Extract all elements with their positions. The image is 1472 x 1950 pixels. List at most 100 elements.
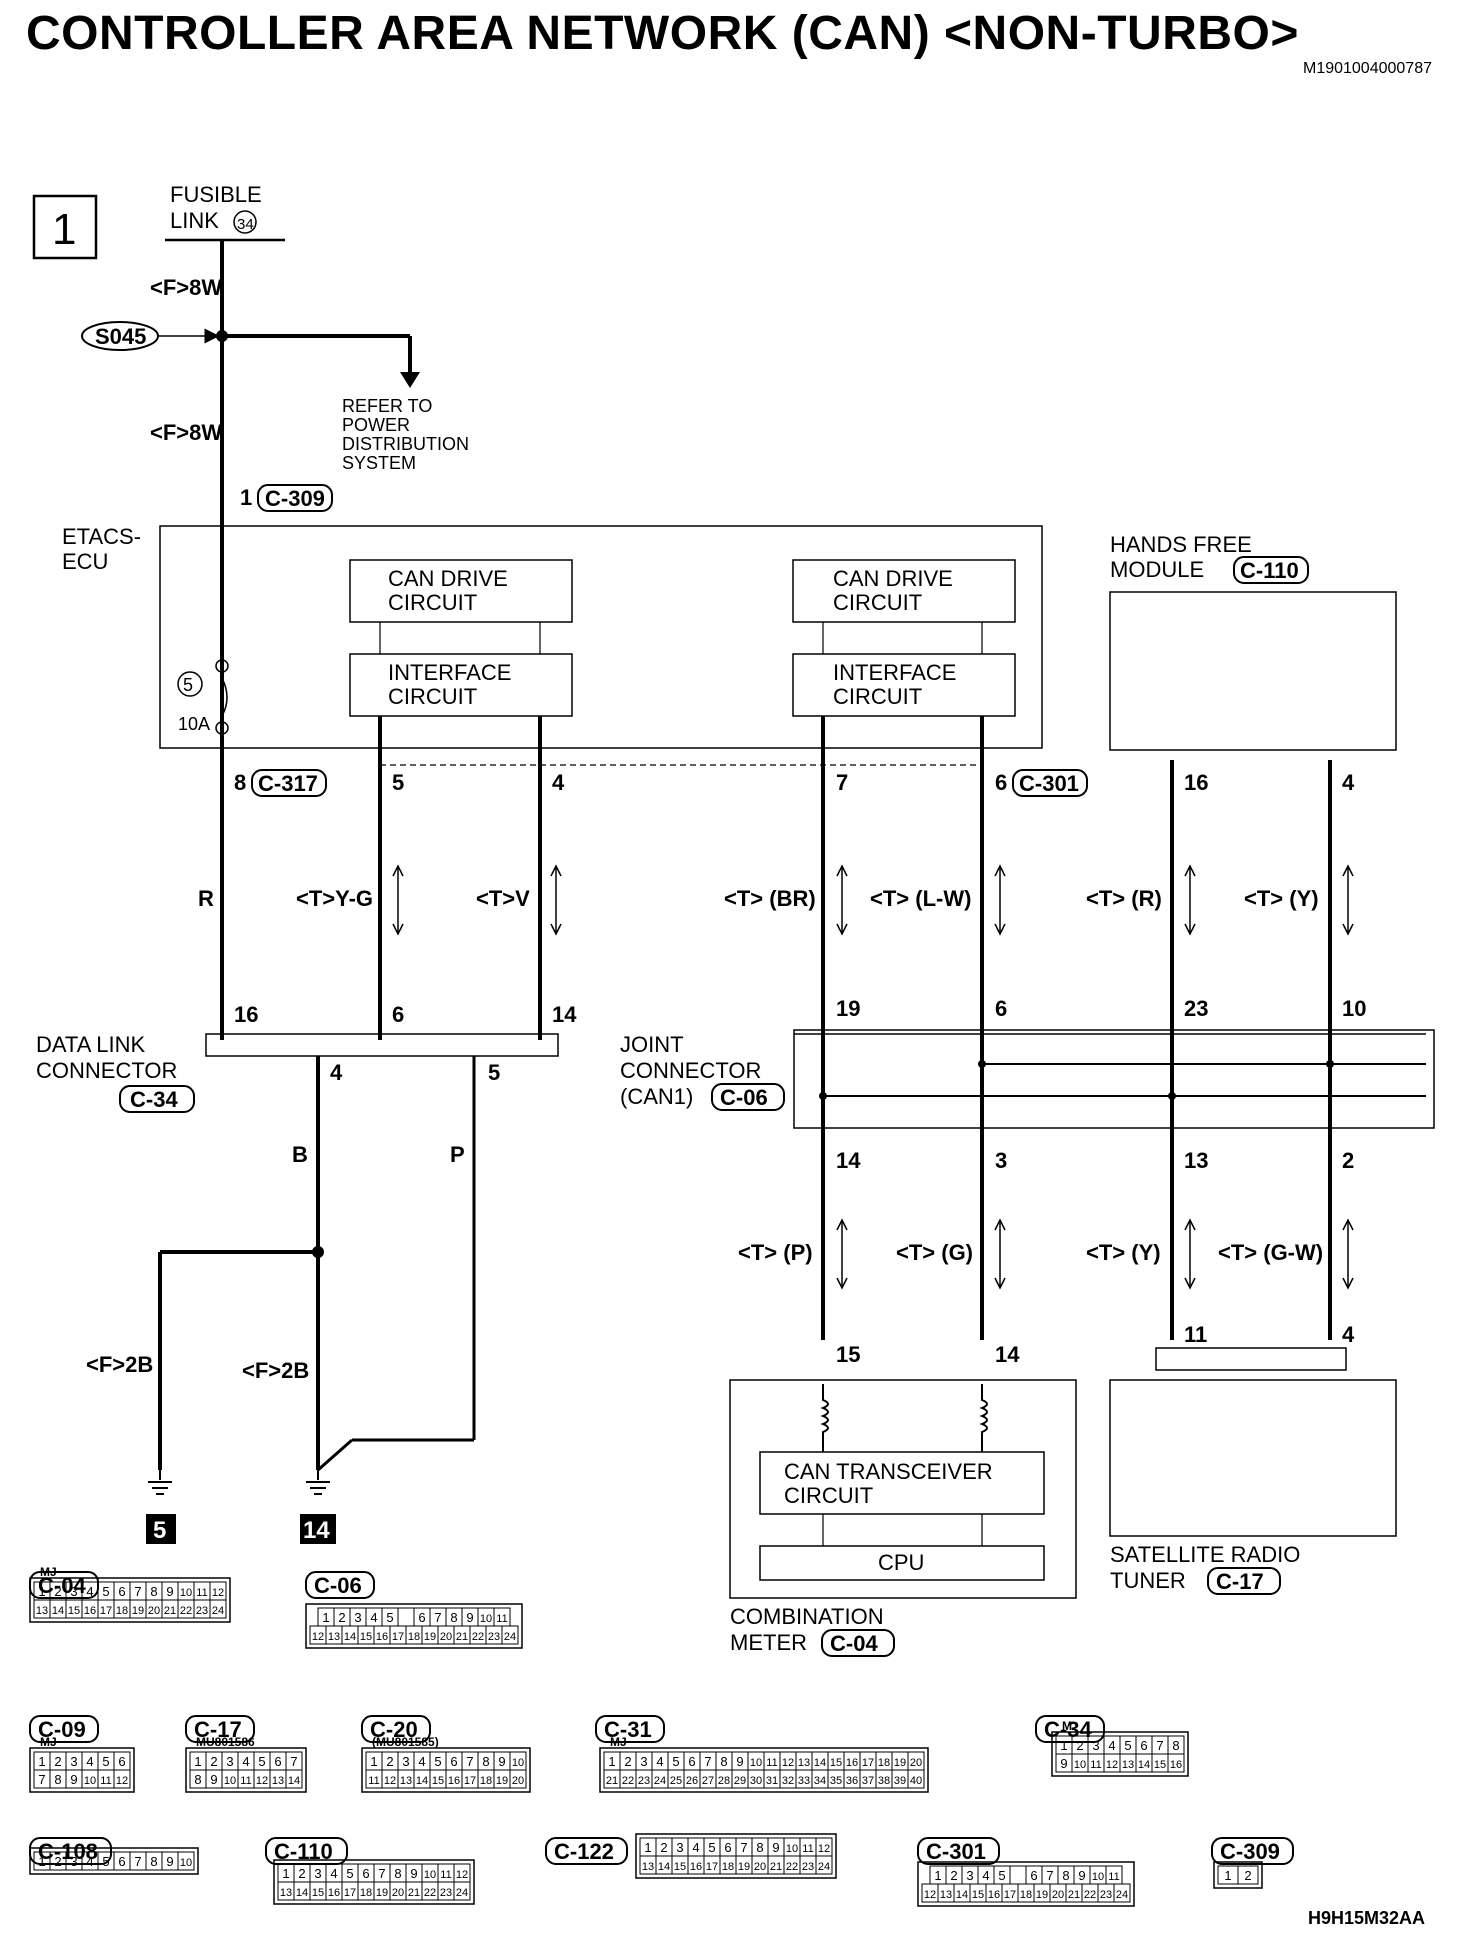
connector-pin-number: 2	[660, 1840, 667, 1855]
combination-meter-label: COMBINATION	[730, 1604, 884, 1629]
connector-pin-number: 14	[416, 1775, 428, 1787]
wire-label-f2b-left: <F>2B	[86, 1352, 153, 1377]
connector-pin-number: 12	[782, 1757, 794, 1769]
wire-label-g-w-sat: <T> (G-W)	[1218, 1240, 1323, 1265]
connector-pin-number: 13	[642, 1861, 654, 1873]
hands-free-module-box	[1109, 591, 1397, 751]
connector-pin-number: 4	[330, 1866, 337, 1881]
connector-view-note: MJ	[40, 1565, 57, 1579]
connector-pin-number: 2	[624, 1754, 631, 1769]
connector-pin-number: 12	[256, 1775, 268, 1787]
connector-pin-number: 4	[692, 1840, 699, 1855]
connector-pin-number: 9	[772, 1840, 779, 1855]
connector-pin-cell	[509, 1769, 527, 1789]
connector-pin-number: 12	[116, 1775, 128, 1787]
connector-view-badge	[29, 1715, 99, 1743]
connector-pin-number: 11	[496, 1613, 507, 1625]
wire-label-v: <T>V	[476, 886, 530, 911]
connector-pin-cell	[1237, 1865, 1259, 1885]
connector-pin-number: 8	[1062, 1868, 1069, 1883]
connector-pin-number: 6	[418, 1610, 425, 1625]
connector-c110: C-110	[1240, 558, 1299, 583]
satellite-connector-box	[1155, 1347, 1347, 1371]
pin-dl-14: 14	[552, 1002, 577, 1027]
connector-pin-number: 13	[940, 1889, 952, 1901]
connector-pin-cell	[1167, 1753, 1185, 1773]
connector-pin-number: 9	[1078, 1868, 1085, 1883]
connector-pin-number: 22	[1084, 1889, 1096, 1901]
interface-label-2b: CIRCUIT	[833, 684, 922, 709]
connector-pin-number: 3	[70, 1584, 77, 1599]
connector-pin-cell	[907, 1769, 925, 1789]
connector-pin-number: 16	[1170, 1759, 1182, 1771]
connector-view-id: C-31	[604, 1717, 652, 1742]
connector-pin-number: 19	[132, 1605, 144, 1617]
pin-hf-4: 4	[1342, 770, 1355, 795]
connector-pin-number: 19	[496, 1775, 508, 1787]
connector-pin-number: 10	[786, 1843, 798, 1855]
connector-pin-number: 9	[70, 1772, 77, 1787]
connector-c317-badge	[251, 769, 327, 797]
connector-view-id: C-06	[314, 1573, 362, 1598]
can-transceiver-box	[759, 1451, 1045, 1515]
connector-pin-number: 7	[290, 1754, 297, 1769]
connector-c301: C-301	[1019, 771, 1079, 796]
connector-pin-number: 3	[1092, 1738, 1099, 1753]
connector-view-badge	[595, 1715, 665, 1743]
connector-pin-number: 38	[878, 1775, 890, 1787]
wire-label-y-sat: <T> (Y)	[1086, 1240, 1161, 1265]
refer-note-1: REFER TO	[342, 396, 432, 416]
pin-hf-16: 16	[1184, 770, 1208, 795]
connector-pin-number: 24	[456, 1887, 468, 1899]
connector-pin-number: 10	[180, 1857, 192, 1869]
joint-connector-box	[793, 1029, 1435, 1129]
connector-pin-number: 25	[670, 1775, 682, 1787]
can-drive-label-2: CAN DRIVE	[833, 566, 953, 591]
connector-view-housing	[1051, 1731, 1189, 1777]
connector-pin-number: 14	[1138, 1759, 1150, 1771]
connector-pin-number: 4	[982, 1868, 989, 1883]
connector-pin-number: 12	[312, 1631, 324, 1643]
connector-pin-number: 7	[38, 1772, 45, 1787]
connector-pin-number: 1	[1060, 1738, 1067, 1753]
connector-pin-number: 3	[314, 1866, 321, 1881]
connector-pin-number: 3	[966, 1868, 973, 1883]
connector-pin-number: 5	[672, 1754, 679, 1769]
connector-pin-number: 10	[1092, 1871, 1104, 1883]
pin-jc-2: 2	[1342, 1148, 1354, 1173]
connector-view-badge	[1035, 1715, 1105, 1743]
connector-pin-number: 6	[1140, 1738, 1147, 1753]
connector-pin-number: 13	[280, 1887, 292, 1899]
connector-pin-number: 31	[766, 1775, 778, 1787]
connector-pin-number: 21	[456, 1631, 468, 1643]
page-marker: 1	[52, 205, 76, 254]
connector-pin-number: 17	[706, 1861, 718, 1873]
interface-label-1: INTERFACE	[388, 660, 511, 685]
connector-pin-number: 18	[116, 1605, 128, 1617]
connector-pin-number: 11	[440, 1869, 451, 1881]
connector-view-note: MU801586	[196, 1735, 255, 1749]
joint-node-3	[819, 1092, 827, 1100]
connector-pin-number: 20	[512, 1775, 524, 1787]
connector-pin-number: 12	[456, 1869, 468, 1881]
connector-pin-number: 5	[102, 1584, 109, 1599]
connector-pin-number: 34	[814, 1775, 826, 1787]
splice-label: S045	[95, 324, 146, 349]
wire-label-l-w: <T> (L-W)	[870, 886, 971, 911]
connector-c06: C-06	[720, 1085, 768, 1110]
connector-pin-number: 5	[102, 1754, 109, 1769]
connector-c06-badge	[711, 1083, 785, 1111]
fuse-number-circle	[177, 671, 203, 697]
connector-pin-number: 17	[1004, 1889, 1016, 1901]
connector-pin-number: 40	[910, 1775, 922, 1787]
connector-pin-number: 9	[210, 1772, 217, 1787]
ground-tag-right: 14	[303, 1517, 330, 1544]
connector-pin-number: 11	[196, 1587, 207, 1599]
refer-note-2: POWER	[342, 415, 410, 435]
fuse-rating: 10A	[178, 714, 210, 734]
ground-icon-right	[306, 1470, 330, 1495]
